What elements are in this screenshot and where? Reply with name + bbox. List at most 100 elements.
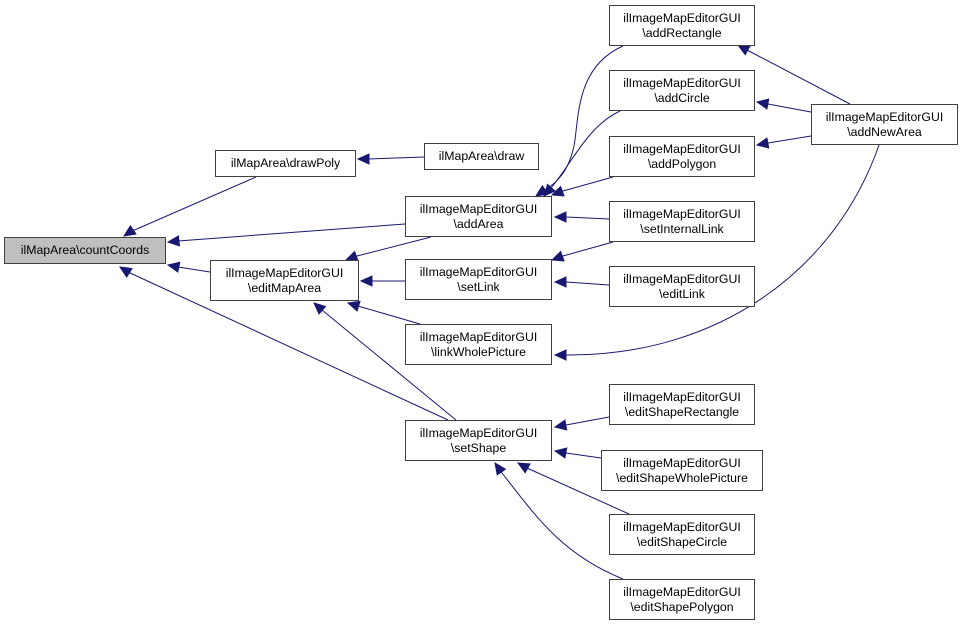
graph-node-editShapePolygon[interactable]: ilImageMapEditorGUI\editShapePolygon — [609, 579, 755, 620]
node-label-line: ilImageMapEditorGUI — [623, 389, 741, 404]
edge-line — [550, 110, 621, 189]
edge-addPolygon-to-addArea — [550, 176, 614, 197]
arrowhead-icon — [553, 349, 567, 361]
edge-addArea-to-countCoords — [166, 223, 406, 247]
graph-node-draw[interactable]: ilMapArea\draw — [424, 143, 539, 170]
edge-setInternalLink-to-setLink — [550, 241, 614, 262]
node-label-line: ilImageMapEditorGUI — [419, 425, 538, 440]
edge-setInternalLink-to-addArea — [553, 211, 610, 223]
edge-line — [565, 281, 610, 286]
node-label-line: ilImageMapEditorGUI — [225, 265, 344, 280]
edge-setShape-to-editMapArea — [313, 302, 457, 421]
graph-node-addNewArea[interactable]: ilImageMapEditorGUI\addNewArea — [811, 104, 958, 145]
edge-line — [565, 416, 610, 426]
node-label-line: ilImageMapEditorGUI — [623, 519, 741, 534]
edge-line — [177, 266, 211, 273]
graph-node-editShapeRectangle[interactable]: ilImageMapEditorGUI\editShapeRectangle — [609, 384, 755, 425]
graph-node-countCoords: ilMapArea\countCoords — [4, 237, 166, 264]
edge-line — [501, 472, 624, 580]
edge-line — [565, 452, 602, 459]
edge-editMapArea-to-countCoords — [166, 261, 211, 273]
node-label-line: \addPolygon — [647, 156, 717, 171]
edge-line — [127, 271, 449, 421]
node-label-line: ilImageMapEditorGUI — [419, 201, 538, 216]
edge-draw-to-drawPoly — [356, 153, 425, 165]
arrowhead-icon — [553, 447, 568, 459]
edge-line — [357, 305, 421, 325]
node-label-line: \addArea — [453, 216, 504, 231]
edge-addNewArea-to-linkWholePicture — [553, 144, 880, 361]
node-label-line: ilImageMapEditorGUI — [623, 584, 741, 599]
graph-node-addPolygon[interactable]: ilImageMapEditorGUI\addPolygon — [609, 136, 755, 177]
edge-line — [129, 176, 257, 233]
edge-line — [746, 49, 851, 105]
arrowhead-icon — [118, 266, 133, 278]
edge-setShape-to-countCoords — [118, 266, 449, 421]
arrowhead-icon — [550, 250, 565, 262]
node-label-line: \linkWholePicture — [431, 344, 526, 359]
node-label-line: ilImageMapEditorGUI — [825, 109, 944, 124]
node-label-line: ilMapArea\countCoords — [20, 243, 150, 257]
arrowhead-icon — [356, 153, 370, 165]
arrowhead-icon — [166, 235, 181, 247]
arrowhead-icon — [313, 302, 327, 315]
node-label-line: ilImageMapEditorGUI — [623, 10, 741, 25]
edge-line — [526, 467, 630, 515]
node-label-line: \editMapArea — [247, 280, 322, 295]
node-label-line: \editShapePolygon — [630, 599, 734, 614]
graph-node-editShapeCircle[interactable]: ilImageMapEditorGUI\editShapeCircle — [609, 514, 755, 555]
node-label-line: ilMapArea\draw — [438, 149, 525, 163]
edge-linkWholePicture-to-editMapArea — [346, 300, 421, 325]
edge-editShapeCircle-to-setShape — [516, 462, 630, 515]
graph-node-drawPoly[interactable]: ilMapArea\drawPoly — [215, 150, 356, 177]
node-label-line: \setLink — [457, 279, 500, 294]
edge-addNewArea-to-addCircle — [755, 98, 812, 113]
graph-node-addArea[interactable]: ilImageMapEditorGUI\addArea — [405, 196, 552, 237]
node-label-line: \addCircle — [654, 90, 710, 105]
edge-line — [767, 103, 812, 113]
arrowhead-icon — [755, 137, 770, 149]
graph-node-editLink[interactable]: ilImageMapEditorGUI\editLink — [609, 266, 755, 307]
graph-node-editMapArea[interactable]: ilImageMapEditorGUI\editMapArea — [210, 260, 359, 301]
graph-node-setShape[interactable]: ilImageMapEditorGUI\setShape — [405, 420, 552, 461]
arrowhead-icon — [359, 275, 373, 287]
arrowhead-icon — [516, 462, 531, 474]
node-label-line: ilMapArea\drawPoly — [230, 156, 341, 170]
edge-addCircle-to-addArea — [543, 110, 621, 197]
edge-line — [767, 135, 812, 144]
edge-line — [177, 223, 406, 242]
node-label-line: \addRectangle — [642, 25, 722, 40]
arrowhead-icon — [553, 276, 567, 288]
arrowhead-icon — [553, 419, 568, 431]
arrowhead-icon — [755, 98, 770, 110]
node-label-line: ilImageMapEditorGUI — [623, 141, 741, 156]
edge-line — [562, 241, 614, 257]
graph-node-addRectangle[interactable]: ilImageMapEditorGUI\addRectangle — [609, 5, 755, 46]
node-label-line: \editLink — [659, 286, 705, 301]
node-label-line: \setInternalLink — [640, 221, 724, 236]
node-label-line: \editShapeWholePicture — [616, 470, 748, 485]
node-label-line: ilImageMapEditorGUI — [623, 206, 741, 221]
node-label-line: ilImageMapEditorGUI — [623, 271, 741, 286]
graph-node-setInternalLink[interactable]: ilImageMapEditorGUI\setInternalLink — [609, 201, 755, 242]
node-label-line: ilImageMapEditorGUI — [419, 264, 538, 279]
arrowhead-icon — [494, 462, 507, 476]
edge-line — [321, 309, 457, 421]
node-label-line: ilImageMapEditorGUI — [623, 455, 741, 470]
arrowhead-icon — [553, 211, 567, 223]
node-label-line: \setShape — [450, 440, 507, 455]
edge-setLink-to-editMapArea — [359, 275, 405, 287]
edge-line — [562, 176, 614, 192]
arrowhead-icon — [122, 224, 137, 237]
edge-editShapeRectangle-to-setShape — [553, 416, 610, 431]
node-label-line: ilImageMapEditorGUI — [623, 75, 741, 90]
edge-addArea-to-editMapArea — [344, 236, 432, 262]
edge-addNewArea-to-addPolygon — [755, 135, 812, 149]
graph-node-editShapeWholePicture[interactable]: ilImageMapEditorGUI\editShapeWholePictur… — [601, 450, 763, 491]
graph-node-addCircle[interactable]: ilImageMapEditorGUI\addCircle — [609, 70, 755, 111]
edge-line-tail — [129, 229, 134, 233]
graph-node-setLink[interactable]: ilImageMapEditorGUI\setLink — [405, 259, 552, 300]
graph-node-linkWholePicture[interactable]: ilImageMapEditorGUI\linkWholePicture — [405, 324, 552, 365]
edge-drawPoly-to-countCoords — [122, 176, 257, 237]
